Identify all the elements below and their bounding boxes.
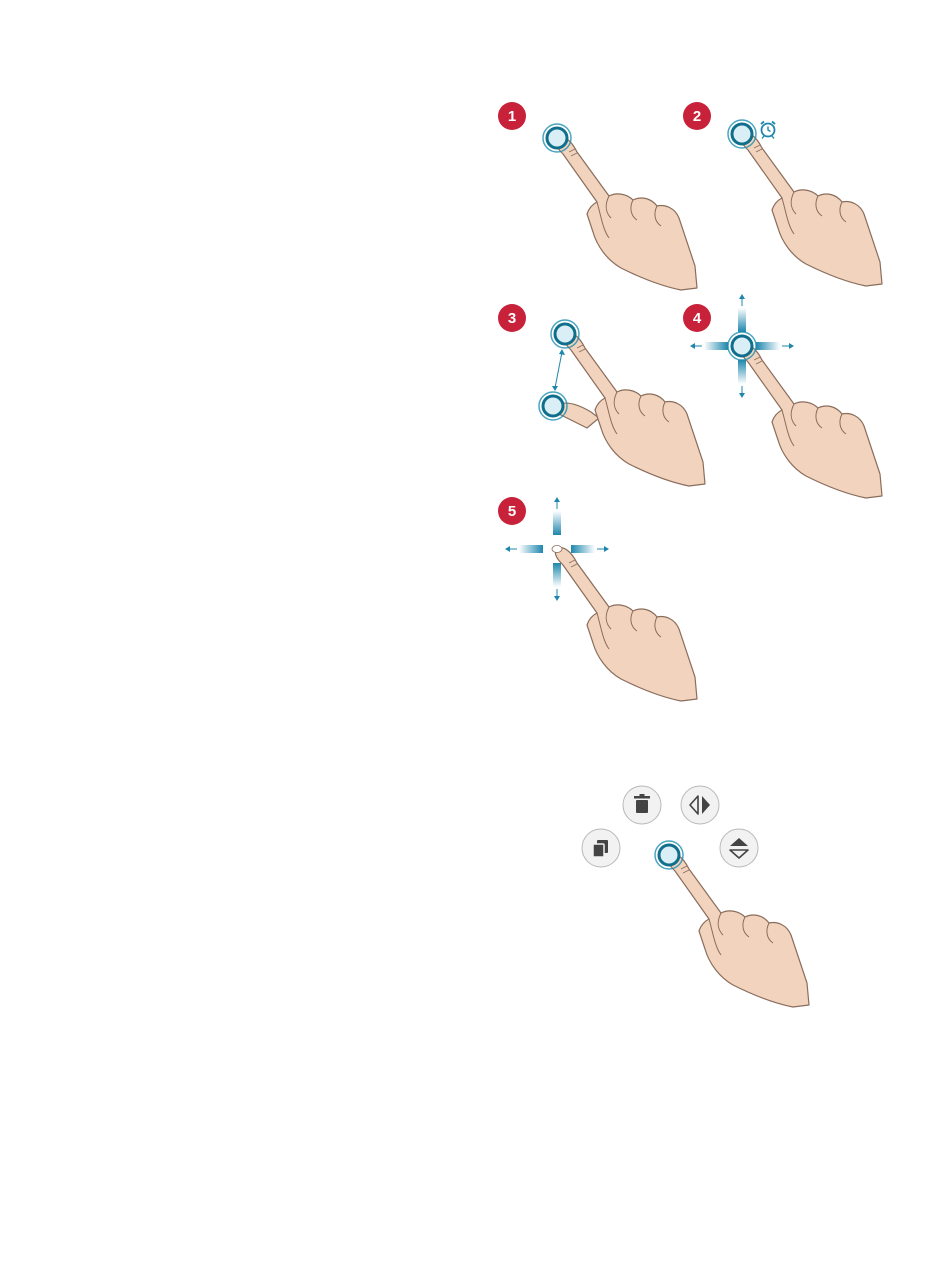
svg-text:1: 1: [508, 108, 516, 125]
gesture-panel-2: 2: [680, 100, 890, 295]
gesture-panel-3: 3: [495, 300, 705, 510]
gesture-panel-5: 5: [495, 495, 710, 710]
step-badge-4: 4: [683, 304, 711, 332]
gesture-panel-4: 4: [680, 292, 890, 512]
delete-icon[interactable]: [623, 786, 661, 824]
step-badge-1: 1: [498, 102, 526, 130]
long-press-gesture-icon: [728, 120, 882, 286]
press-and-drag-gesture-icon: [690, 294, 882, 498]
alarm-clock-icon: [761, 122, 775, 139]
svg-text:3: 3: [508, 310, 516, 327]
mirror-horizontal-icon[interactable]: [681, 786, 719, 824]
mirror-vertical-icon[interactable]: [720, 829, 758, 867]
step-badge-2: 2: [683, 102, 711, 130]
tap-gesture-icon: [543, 124, 697, 290]
context-menu-panel: [575, 780, 810, 1010]
svg-text:4: 4: [693, 310, 702, 327]
svg-text:2: 2: [693, 108, 701, 125]
step-badge-5: 5: [498, 497, 526, 525]
svg-text:5: 5: [508, 503, 516, 520]
gesture-panel-1: 1: [495, 100, 705, 295]
duplicate-icon[interactable]: [582, 829, 620, 867]
swipe-gesture-icon: [505, 497, 697, 701]
step-badge-3: 3: [498, 304, 526, 332]
